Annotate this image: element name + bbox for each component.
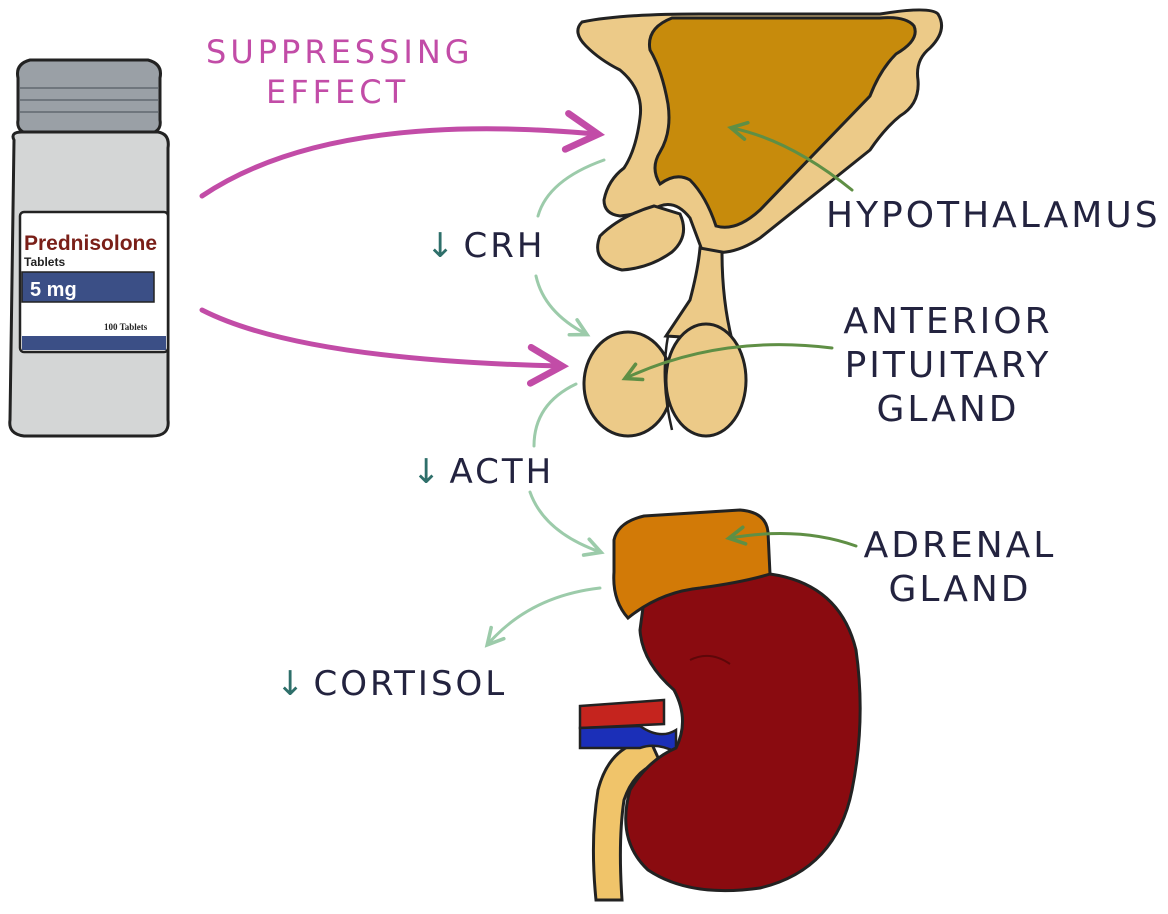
acth-text: ACTH bbox=[449, 452, 555, 492]
tablet-count: 100 Tablets bbox=[104, 322, 148, 332]
crh-text: CRH bbox=[463, 226, 546, 266]
adrenal-gland-label: ADRENAL GLAND bbox=[860, 524, 1060, 612]
adrenal-gland-line1: ADRENAL bbox=[863, 525, 1057, 566]
anterior-pituitary-line1: ANTERIOR bbox=[843, 301, 1053, 342]
suppressing-effect-label: SUPPRESSING EFFECT bbox=[206, 32, 474, 112]
flow-crh-in bbox=[536, 158, 606, 218]
anterior-pituitary-line2: PITUITARY bbox=[844, 345, 1052, 386]
anterior-pituitary-line3: GLAND bbox=[876, 389, 1020, 430]
acth-label: ↓ACTH bbox=[412, 452, 554, 492]
flow-acth-out bbox=[528, 490, 605, 557]
down-arrow-icon: ↓ bbox=[426, 226, 458, 266]
flow-cortisol bbox=[484, 586, 602, 648]
pointer-adrenal bbox=[725, 525, 858, 548]
crh-label: ↓CRH bbox=[426, 226, 545, 266]
hypothalamus-label: HYPOTHALAMUS bbox=[826, 195, 1161, 236]
anterior-pituitary-label: ANTERIOR PITUITARY GLAND bbox=[828, 300, 1068, 432]
suppress-arrow-pituitary bbox=[199, 307, 570, 387]
kidney-adrenal bbox=[578, 508, 862, 902]
down-arrow-icon: ↓ bbox=[276, 664, 308, 704]
adrenal-gland-line2: GLAND bbox=[888, 569, 1032, 610]
drug-form: Tablets bbox=[24, 255, 65, 269]
hypothalamus-pituitary bbox=[576, 8, 944, 438]
flow-acth-in bbox=[532, 382, 578, 448]
suppressing-effect-line2: EFFECT bbox=[266, 73, 410, 111]
pointer-pituitary bbox=[621, 343, 834, 382]
flow-crh-out bbox=[534, 274, 591, 337]
drug-name: Prednisolone bbox=[24, 232, 157, 255]
down-arrow-icon: ↓ bbox=[412, 452, 444, 492]
pill-bottle: Prednisolone Tablets 5 mg 100 Tablets bbox=[8, 58, 170, 438]
suppress-arrow-hypothalamus bbox=[199, 110, 606, 199]
drug-dose: 5 mg bbox=[30, 279, 77, 301]
cortisol-label: ↓CORTISOL bbox=[276, 664, 507, 704]
pointer-hypothalamus bbox=[727, 120, 854, 192]
suppressing-effect-line1: SUPPRESSING bbox=[206, 33, 474, 71]
cortisol-text: CORTISOL bbox=[313, 664, 508, 704]
